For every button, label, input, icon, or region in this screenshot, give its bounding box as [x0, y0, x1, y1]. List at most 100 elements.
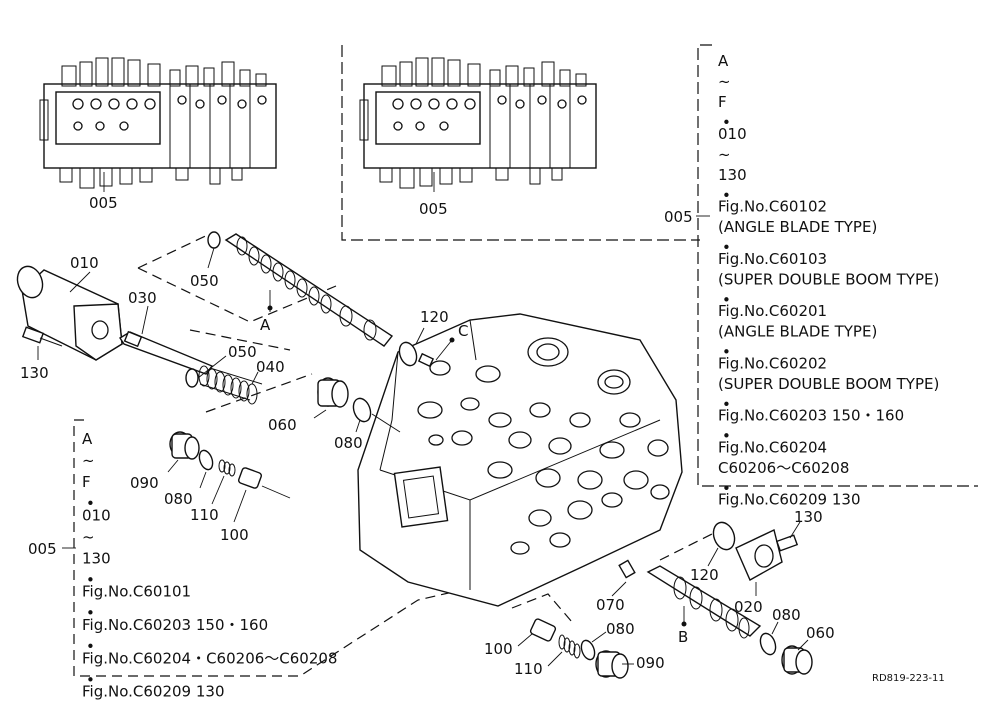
- part-070-pin: [618, 559, 636, 579]
- label-130-right: 130: [794, 508, 823, 526]
- part-080-oring-mid: [352, 397, 372, 423]
- note-line: F: [718, 93, 727, 111]
- label-030: 030: [128, 289, 157, 307]
- part-130-bolt-right: [775, 534, 799, 552]
- note-line: •: [722, 343, 731, 361]
- label-080-left: 080: [164, 490, 193, 508]
- valve-assembly-overview-left: [39, 57, 277, 192]
- note-line: Fig.No.C60102: [718, 198, 827, 216]
- part-100-poppet-bottom: [529, 618, 557, 642]
- note-line: •: [722, 395, 731, 413]
- note-line: (ANGLE BLADE TYPE): [718, 323, 877, 341]
- label-130-left: 130: [20, 364, 49, 382]
- note-line: •: [722, 427, 731, 445]
- upper-group-frame: [137, 231, 337, 323]
- note-line: Fig.No.C60204・C60206～C60208: [82, 649, 337, 667]
- control-valve-body: [357, 313, 683, 607]
- valve-inspection-cover: [393, 466, 449, 528]
- note-line: 130: [718, 166, 747, 184]
- label-070: 070: [596, 596, 625, 614]
- note-line: Fig.No.C60103: [718, 250, 827, 268]
- note-line: ~: [718, 73, 731, 91]
- note-line: ~: [82, 452, 95, 470]
- valve-assembly-overview-right: [359, 57, 597, 192]
- label-005-left: 005: [89, 194, 118, 212]
- part-120-oring-right: [712, 521, 736, 551]
- note-line: Fig.No.C60203 150・160: [718, 407, 904, 425]
- label-120-top: 120: [420, 308, 449, 326]
- note-line: Fig.No.C60101: [82, 583, 191, 601]
- note-line: (SUPER DOUBLE BOOM TYPE): [718, 375, 939, 393]
- part-110-spring-left: [218, 459, 236, 477]
- label-060-left: 060: [268, 416, 297, 434]
- label-080-right: 080: [772, 606, 801, 624]
- note-line: C60206～C60208: [718, 459, 849, 477]
- right-note-frame: [341, 44, 978, 487]
- drawing-code: RD819-223-11: [872, 673, 945, 684]
- part-090-plug-bottom: [595, 650, 629, 679]
- part-130-bolt-left: [21, 326, 63, 347]
- part-030-rod: [119, 330, 214, 375]
- right-note: A~F•010~130•Fig.No.C60102(ANGLE BLADE TY…: [718, 52, 939, 509]
- label-090-bottom: 090: [636, 654, 665, 672]
- note-line: Fig.No.C60202: [718, 354, 827, 372]
- part-100-poppet-left: [238, 467, 262, 489]
- label-050-mid: 050: [228, 343, 257, 361]
- note-line: ~: [82, 528, 95, 546]
- note-line: •: [86, 495, 95, 513]
- left-note: A~F•010~130•Fig.No.C60101•Fig.No.C60203 …: [82, 430, 337, 701]
- part-010-spool-cap: [16, 265, 123, 361]
- note-line: 010: [718, 125, 747, 143]
- label-020: 020: [734, 598, 763, 616]
- note-line: A: [82, 430, 93, 448]
- part-060-plug-left: [317, 377, 349, 408]
- part-050-washer-mid: [185, 368, 199, 388]
- label-080-mid: 080: [334, 434, 363, 452]
- part-040-spring: [198, 365, 263, 405]
- note-line: •: [722, 479, 731, 497]
- label-010: 010: [70, 254, 99, 272]
- note-line: •: [86, 571, 95, 589]
- label-100-left: 100: [220, 526, 249, 544]
- note-line: Fig.No.C60203 150・160: [82, 616, 268, 634]
- part-020-cap: [735, 529, 783, 581]
- note-line: •: [86, 637, 95, 655]
- part-080-oring-right: [759, 632, 777, 656]
- label-110-left: 110: [190, 506, 219, 524]
- part-110-spring-bottom: [558, 634, 581, 659]
- note-line: 130: [82, 549, 111, 567]
- part-120-oring-top: [398, 341, 418, 367]
- label-040: 040: [256, 358, 285, 376]
- right-note-ref: 005: [664, 208, 693, 226]
- label-b: B: [678, 628, 688, 646]
- note-line: A: [718, 52, 729, 70]
- part-c-plug: [417, 337, 455, 368]
- part-060-plug-right: [781, 645, 813, 675]
- note-line: •: [722, 114, 731, 132]
- note-line: Fig.No.C60204: [718, 438, 827, 456]
- label-c: C: [458, 322, 468, 340]
- note-line: 010: [82, 506, 111, 524]
- note-line: •: [722, 291, 731, 309]
- label-060-right: 060: [806, 624, 835, 642]
- label-100-bottom: 100: [484, 640, 513, 658]
- note-line: •: [722, 239, 731, 257]
- label-090-left: 090: [130, 474, 159, 492]
- part-labels: 005 005 010 030 050 050 040 130 A 120 C …: [20, 194, 835, 678]
- lower-right-frame: [511, 527, 725, 623]
- label-050-top: 050: [190, 272, 219, 290]
- label-005-right: 005: [419, 200, 448, 218]
- spool-a: [207, 231, 394, 347]
- label-080-bottom: 080: [606, 620, 635, 638]
- part-050-washer-top: [207, 231, 221, 249]
- note-line: Fig.No.C60201: [718, 302, 827, 320]
- label-a: A: [260, 316, 271, 334]
- spool-b: [618, 559, 762, 639]
- note-line: •: [722, 186, 731, 204]
- note-line: (ANGLE BLADE TYPE): [718, 218, 877, 236]
- part-090-plug-left: [169, 431, 200, 460]
- label-110-bottom: 110: [514, 660, 543, 678]
- note-line: •: [86, 671, 95, 689]
- note-line: F: [82, 473, 91, 491]
